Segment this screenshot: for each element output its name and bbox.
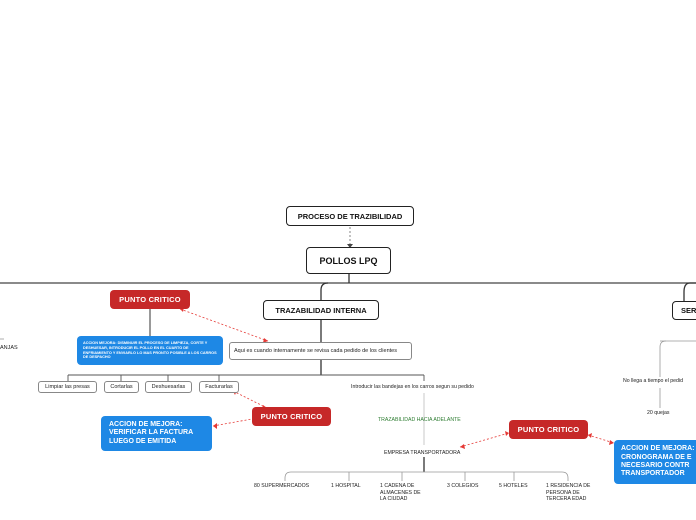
improvement-action-factura[interactable]: ACCION DE MEJORA: VERIFICAR LA FACTURA L…: [101, 416, 212, 451]
process-title-node[interactable]: PROCESO DE TRAZIBILIDAD: [286, 206, 414, 226]
bandejas-text[interactable]: Introducir las bandejas en los carros se…: [351, 384, 474, 390]
client-colegios[interactable]: 3 COLEGIOS: [447, 483, 479, 489]
step-deshuesar[interactable]: Deshuesarlas: [145, 381, 192, 393]
critical-point-factura-label: PUNTO CRITICO: [260, 412, 323, 421]
company-label: POLLOS LPQ: [319, 255, 378, 266]
critical-point-top[interactable]: PUNTO CRITICO: [110, 290, 190, 309]
critical-point-top-label: PUNTO CRITICO: [119, 295, 181, 304]
step-facturar[interactable]: Facturarlas: [199, 381, 239, 393]
internal-description-label: Aqui es cuando internamente se revisa ca…: [234, 348, 397, 354]
no-llega-text[interactable]: No llega a tiempo el pedid: [623, 378, 683, 384]
left-edge-label: ANJAS: [0, 345, 18, 351]
step-limpiar-label: Limpiar las presas: [45, 384, 90, 390]
critical-point-transporte[interactable]: PUNTO CRITICO: [509, 420, 588, 439]
step-limpiar[interactable]: Limpiar las presas: [38, 381, 97, 393]
improvement-action-top[interactable]: ACCION MEJORA: DISMINUIR EL PROCESO DE L…: [77, 336, 223, 365]
improvement-action-servicio[interactable]: ACCION DE MEJORA: CRONOGRAMA DE E NECESA…: [614, 440, 696, 484]
process-title-label: PROCESO DE TRAZIBILIDAD: [297, 211, 403, 221]
step-cortar-label: Cortarlas: [110, 384, 133, 390]
internal-description-node[interactable]: Aqui es cuando internamente se revisa ca…: [229, 342, 412, 360]
step-cortar[interactable]: Cortarlas: [104, 381, 139, 393]
critical-point-factura[interactable]: PUNTO CRITICO: [252, 407, 331, 426]
improvement-action-factura-label: ACCION DE MEJORA: VERIFICAR LA FACTURA L…: [109, 420, 193, 445]
trazabilidad-interna-label: TRAZABILIDAD INTERNA: [275, 305, 367, 315]
empresa-transportadora-text[interactable]: EMPRESA TRANSPORTADORA: [384, 450, 461, 456]
servicio-node[interactable]: SER: [672, 301, 696, 320]
company-node[interactable]: POLLOS LPQ: [306, 247, 391, 274]
step-deshuesar-label: Deshuesarlas: [151, 384, 186, 390]
improvement-action-servicio-label: ACCION DE MEJORA: CRONOGRAMA DE E NECESA…: [621, 445, 695, 478]
client-hospital[interactable]: 1 HOSPITAL: [331, 483, 361, 489]
servicio-label: SER: [681, 306, 696, 315]
trazabilidad-adelante-text[interactable]: TRAZABILIDAD HACIA ADELANTE: [378, 417, 461, 423]
step-facturar-label: Facturarlas: [205, 384, 233, 390]
client-supermercados[interactable]: 80 SUPERMERCADOS: [254, 483, 310, 489]
improvement-action-top-label: ACCION MEJORA: DISMINUIR EL PROCESO DE L…: [83, 341, 217, 360]
critical-point-transporte-label: PUNTO CRITICO: [517, 425, 580, 434]
client-almacenes[interactable]: 1 CADENA DE ALMACENES DE LA CIUDAD: [380, 483, 421, 502]
client-hoteles[interactable]: 5 HOTELES: [499, 483, 528, 489]
quejas-text[interactable]: 20 quejas: [647, 410, 670, 416]
trazabilidad-interna-node[interactable]: TRAZABILIDAD INTERNA: [263, 300, 379, 320]
client-residencia[interactable]: 1 RESIDENCIA DE PERSONA DE TERCERA EDAD: [546, 483, 591, 502]
